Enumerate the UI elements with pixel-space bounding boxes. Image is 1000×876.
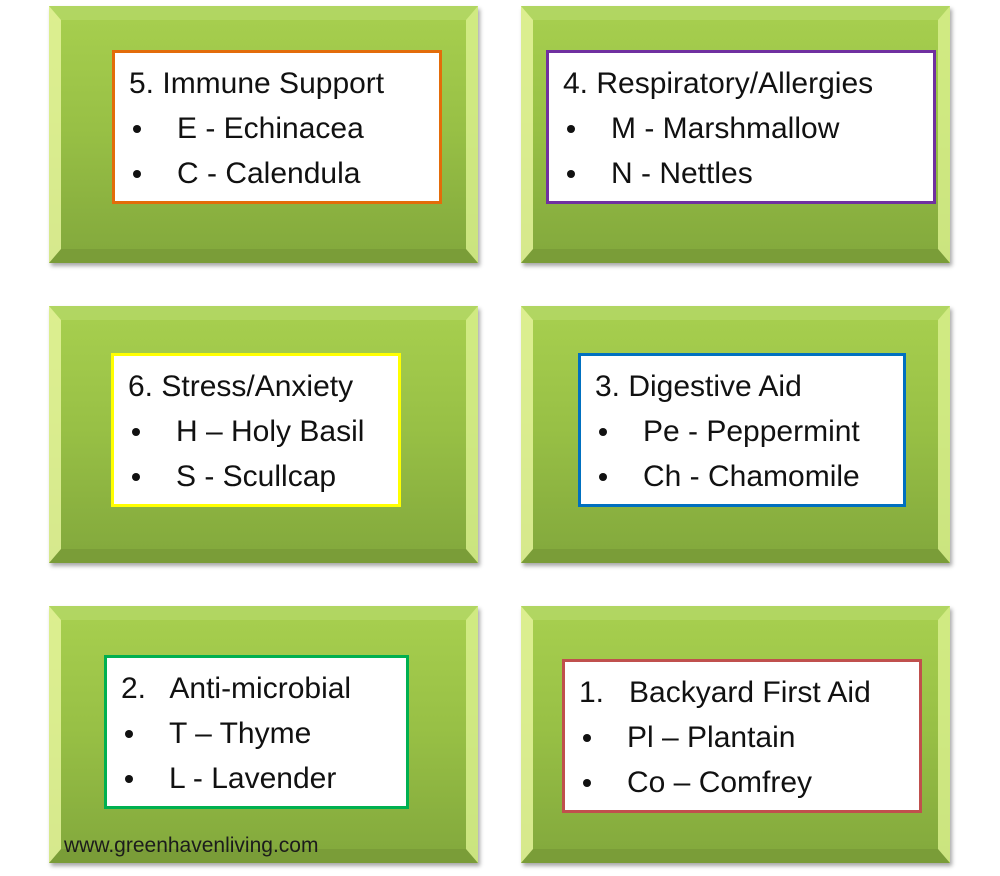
herb-label: C - Calendula (177, 157, 361, 190)
bullet-icon (125, 729, 133, 738)
list-item: T – Thyme (121, 711, 392, 756)
herb-label: T – Thyme (169, 717, 312, 750)
card-title: 4. Respiratory/Allergies (563, 67, 874, 100)
card-backyard-first-aid: 1. Backyard First Aid Pl – Plantain Co –… (562, 659, 922, 813)
list-item: E - Echinacea (129, 106, 425, 151)
card-stress-anxiety: 6. Stress/Anxiety H – Holy Basil S - Scu… (111, 353, 401, 507)
bullet-icon (132, 472, 140, 481)
herb-label: Co – Comfrey (627, 766, 813, 799)
list-item: Pl – Plantain (579, 715, 905, 760)
bullet-icon (133, 169, 141, 178)
card-title: 6. Stress/Anxiety (128, 370, 354, 403)
herb-label: S - Scullcap (176, 460, 337, 493)
card-immune-support: 5. Immune Support E - Echinacea C - Cale… (112, 50, 442, 204)
list-item: H – Holy Basil (128, 409, 384, 454)
list-item: Co – Comfrey (579, 760, 905, 805)
card-digestive-aid: 3. Digestive Aid Pe - Peppermint Ch - Ch… (578, 353, 906, 507)
bullet-icon (583, 778, 591, 787)
herb-label: M - Marshmallow (611, 112, 840, 145)
list-item: Ch - Chamomile (595, 454, 889, 499)
bullet-icon (125, 774, 133, 783)
herb-label: Pe - Peppermint (643, 415, 860, 448)
card-title: 3. Digestive Aid (595, 370, 802, 403)
herb-label: H – Holy Basil (176, 415, 365, 448)
bullet-icon (583, 733, 591, 742)
card-anti-microbial: 2. Anti-microbial T – Thyme L - Lavender (104, 655, 409, 809)
bullet-icon (133, 124, 141, 133)
website-watermark: www.greenhavenliving.com (64, 834, 319, 857)
herb-label: Ch - Chamomile (643, 460, 860, 493)
bullet-icon (599, 472, 607, 481)
list-item: L - Lavender (121, 756, 392, 801)
bullet-icon (567, 169, 575, 178)
herb-label: L - Lavender (169, 762, 337, 795)
card-respiratory-allergies: 4. Respiratory/Allergies M - Marshmallow… (546, 50, 936, 204)
herb-label: N - Nettles (611, 157, 753, 190)
bullet-icon (599, 427, 607, 436)
list-item: C - Calendula (129, 151, 425, 196)
herb-label: E - Echinacea (177, 112, 364, 145)
list-item: S - Scullcap (128, 454, 384, 499)
card-title: 1. Backyard First Aid (579, 676, 871, 709)
bullet-icon (567, 124, 575, 133)
card-title: 5. Immune Support (129, 67, 385, 100)
list-item: M - Marshmallow (563, 106, 919, 151)
herb-label: Pl – Plantain (627, 721, 796, 754)
list-item: Pe - Peppermint (595, 409, 889, 454)
card-title: 2. Anti-microbial (121, 672, 352, 705)
list-item: N - Nettles (563, 151, 919, 196)
bullet-icon (132, 427, 140, 436)
